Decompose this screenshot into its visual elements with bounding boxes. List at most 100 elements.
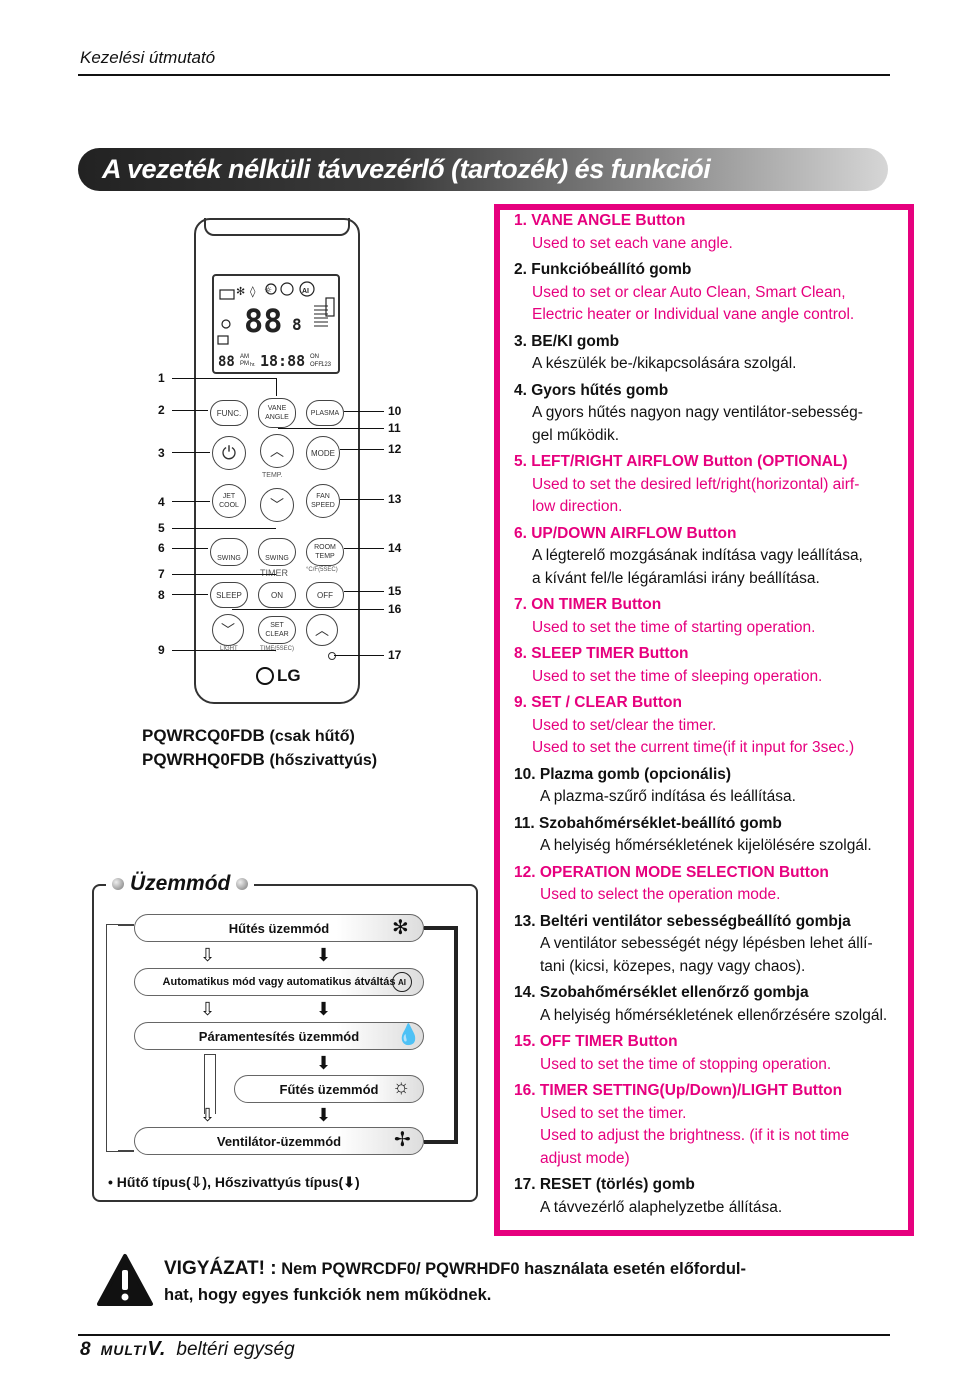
mode-auto-label: Automatikus mód vagy automatikus átváltá… <box>162 976 396 988</box>
sleep-label: SLEEP <box>216 590 242 600</box>
vane-angle-label: VANE ANGLE <box>265 405 289 421</box>
lg-logo-text: LG <box>277 666 301 685</box>
function-description: Used to adjust the brightness. (if it is… <box>540 1127 850 1144</box>
function-description: low direction. <box>532 498 623 515</box>
swing-ud-button[interactable]: SWING <box>258 538 296 566</box>
mode-note-mid: ), Hőszivattyús típus( <box>202 1174 344 1190</box>
callout-11: 11 <box>388 421 401 435</box>
model-code-1: PQWRCQ0FDB <box>142 726 265 745</box>
function-description: Used to set the time of sleeping operati… <box>532 667 823 685</box>
callout-vline-1 <box>276 378 277 396</box>
reset-button[interactable] <box>328 652 336 660</box>
function-title: 15. OFF TIMER Button <box>514 1033 678 1050</box>
function-description: adjust mode) <box>540 1149 630 1167</box>
callout-line-11 <box>278 428 384 429</box>
temp-up-button[interactable]: ︿ <box>260 434 294 468</box>
lcd-on: ON <box>310 354 319 360</box>
lcd-display: ✻ ◊ ☼ AI 88 8 88 AM PM hr. 18:88 ON OFF … <box>212 274 340 374</box>
function-title: 14. Szobahőmérséklet ellenőrző gombja <box>514 984 809 1001</box>
model-2: PQWRHQ0FDB (hőszivattyús) <box>142 750 377 770</box>
function-list-box <box>494 204 914 1236</box>
lg-circle-icon <box>256 667 274 685</box>
sleep-button[interactable]: SLEEP <box>210 582 248 608</box>
page-title: A vezeték nélküli távvezérlő (tartozék) … <box>102 154 711 184</box>
brand-a: MULTI <box>100 1342 148 1358</box>
function-description: A plazma-szűrő indítása és leállítása. <box>540 788 796 805</box>
return-loop-outline <box>106 924 118 1152</box>
mode-heating-label: Fűtés üzemmód <box>279 1081 379 1097</box>
arrow-solid-icon: ⬇ <box>343 1174 355 1190</box>
off-timer-button[interactable]: OFF <box>306 582 344 608</box>
callout-16: 16 <box>388 602 402 616</box>
plasma-button[interactable]: PLASMA <box>306 400 344 426</box>
callout-line-9 <box>172 650 276 651</box>
lcd-digits-small: 8 <box>292 315 302 334</box>
callout-12: 12 <box>388 442 402 456</box>
func-button[interactable]: FUNC. <box>210 400 248 426</box>
lcd-icons: ✻ ◊ ☼ AI 88 8 88 AM PM hr. 18:88 ON OFF … <box>217 281 335 370</box>
footer: 8 MULTIV. beltéri egység <box>80 1338 295 1361</box>
mode-fan: Ventilátor-üzemmód <box>134 1127 424 1155</box>
power-icon: ⏻ <box>221 442 237 463</box>
function-item: 10. Plazma gomb (opcionális)A plazma-szű… <box>514 764 796 809</box>
fan-speed-button[interactable]: FAN SPEED <box>306 484 340 518</box>
chevron-down-icon: ﹀ <box>270 496 284 513</box>
timer-up-button[interactable]: ︿ <box>306 614 338 646</box>
off-timer-label: OFF <box>317 590 333 600</box>
function-description: Used to set or clear Auto Clean, Smart C… <box>532 283 846 301</box>
return-loop-bottom <box>118 1150 134 1152</box>
vane-angle-button[interactable]: VANE ANGLE <box>258 398 296 428</box>
swing-lr-button[interactable]: SWING <box>210 538 248 566</box>
function-title: 11. Szobahőmérséklet-beállító gomb <box>514 814 782 832</box>
function-description: A gyors hűtés nagyon nagy ventilátor-seb… <box>532 404 863 421</box>
callout-line-7 <box>172 574 276 575</box>
function-title: 6. UP/DOWN AIRFLOW Button <box>514 524 737 542</box>
arrow-solid-icon: ⬇ <box>316 1105 332 1125</box>
lcd-am: AM <box>240 354 249 360</box>
callout-14: 14 <box>388 541 402 555</box>
warning-line2: hat, hogy egyes funkciók nem működnek. <box>164 1286 492 1304</box>
swing-lr-label: SWING <box>217 555 241 562</box>
on-timer-label: ON <box>271 590 283 600</box>
fan-speed-label: FAN SPEED <box>311 493 335 509</box>
set-clear-label: SET CLEAR <box>265 622 289 638</box>
mode-label: MODE <box>311 448 335 458</box>
mode-auto: Automatikus mód vagy automatikus átváltá… <box>134 968 424 996</box>
lcd-pm: PM <box>240 361 249 367</box>
model-note-1: (csak hűtő) <box>269 728 355 745</box>
plasma-label: PLASMA <box>310 409 340 417</box>
mode-dry-label: Páramentesítés üzemmód <box>198 1028 360 1044</box>
jet-cool-button[interactable]: JET COOL <box>212 484 246 518</box>
mode-button[interactable]: MODE <box>306 436 340 470</box>
callout-line-12 <box>340 449 384 450</box>
room-temp-button[interactable]: ROOM TEMP <box>306 538 344 566</box>
function-title: 13. Beltéri ventilátor sebességbeállító … <box>514 912 851 930</box>
chevron-up-icon: ︿ <box>315 621 329 638</box>
on-timer-button[interactable]: ON <box>258 582 296 608</box>
arrow-outline-icon: ⇩ <box>200 1105 216 1125</box>
warning-label: VIGYÁZAT! : <box>164 1258 277 1279</box>
timer-label: TIMER <box>260 568 288 578</box>
function-description: Electric heater or Individual vane angle… <box>532 306 855 323</box>
lcd-ai: AI <box>302 288 309 295</box>
set-clear-button[interactable]: SET CLEAR <box>258 616 296 644</box>
lcd-nums: 123 <box>321 362 332 368</box>
function-title: 3. BE/KI gomb <box>514 332 620 350</box>
callout-15: 15 <box>388 584 402 598</box>
function-title: 7. ON TIMER Button <box>514 596 662 613</box>
warning-text: VIGYÁZAT! : Nem PQWRCDF0/ PQWRHDF0 haszn… <box>164 1256 884 1308</box>
power-button[interactable]: ⏻ <box>212 436 246 470</box>
temp-down-button[interactable]: ﹀ <box>260 488 294 522</box>
callout-line-8 <box>172 594 208 595</box>
callout-17: 17 <box>388 648 402 662</box>
title-bar: A vezeték nélküli távvezérlő (tartozék) … <box>78 148 888 191</box>
lcd-off: OFF <box>310 362 322 368</box>
timer-down-button[interactable]: ﹀ <box>212 614 244 646</box>
return-loop-solid <box>424 926 458 1144</box>
function-title: 4. Gyors hűtés gomb <box>514 381 669 399</box>
function-title: 12. OPERATION MODE SELECTION Button <box>514 863 829 881</box>
